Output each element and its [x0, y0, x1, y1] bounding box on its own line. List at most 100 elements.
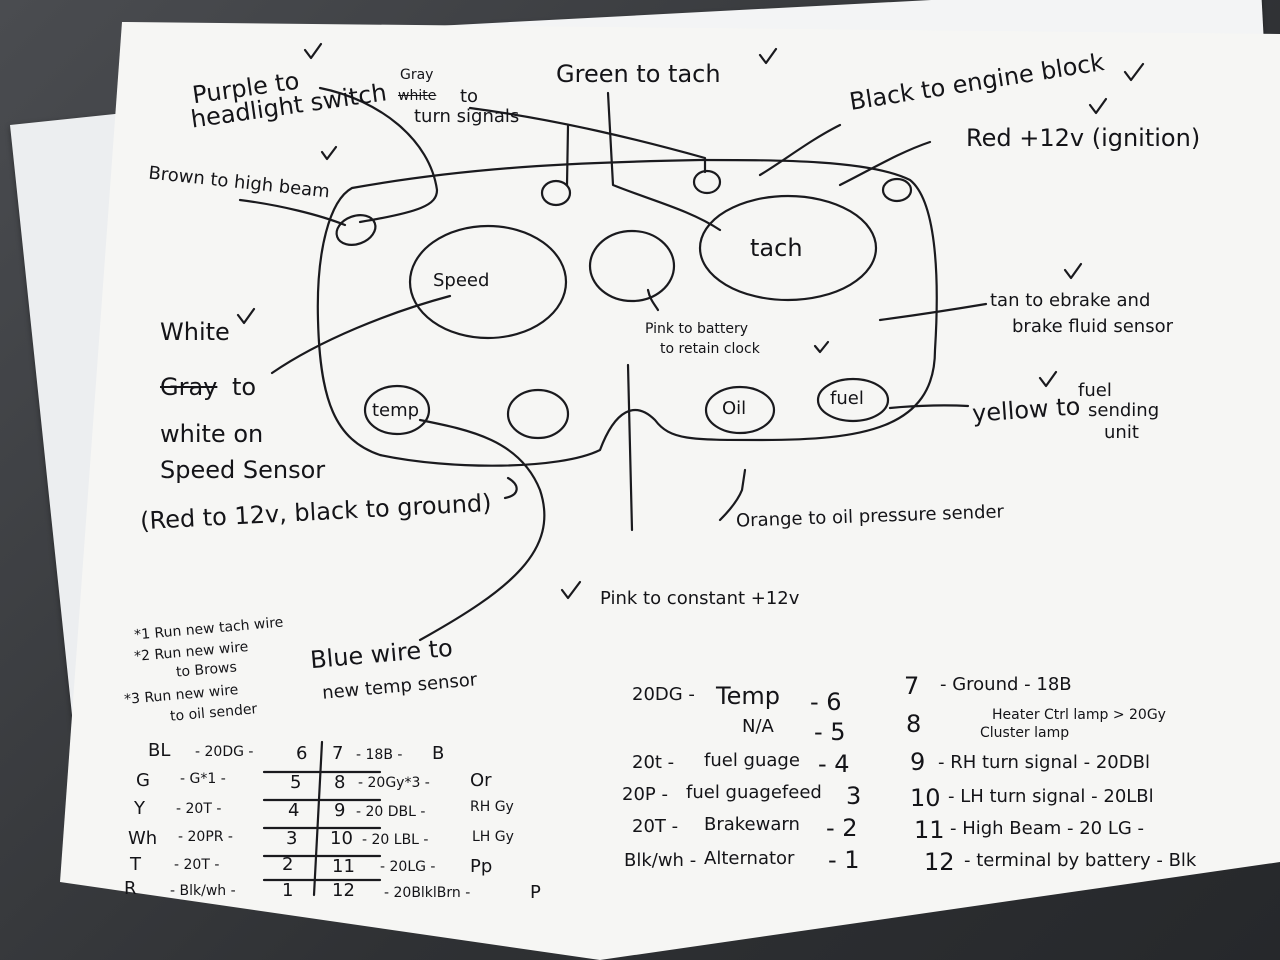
function-pin: - 4 — [818, 750, 850, 778]
orange-leader — [718, 468, 747, 522]
function-pin: 7 — [904, 672, 920, 700]
check-purple — [303, 42, 323, 60]
cluster-outline — [316, 158, 938, 467]
pin-wire: - G*1 - — [180, 771, 226, 787]
oil-gauge — [704, 385, 776, 435]
tach-gauge — [698, 194, 878, 302]
pin-number: 5 — [290, 772, 302, 793]
pin-number: 3 — [286, 828, 298, 849]
function-pin: 12 — [924, 848, 955, 876]
function-name: Cluster lamp — [980, 725, 1070, 741]
pin-table-row-lines — [262, 770, 382, 882]
function-wire: 20DG - — [632, 684, 695, 705]
function-pin: 8 — [906, 710, 922, 738]
pin-color: Wh — [128, 828, 158, 849]
function-name: - LH turn signal - 20LBl — [948, 786, 1154, 807]
pin-wire: - 18B - — [356, 747, 403, 763]
function-wire: 20T - — [632, 816, 679, 837]
function-pin: - 6 — [810, 688, 842, 716]
pin-number: 1 — [282, 880, 294, 901]
function-name: N/A — [742, 716, 774, 737]
function-pin: - 1 — [828, 846, 860, 874]
pin-wire: - 20LG - — [380, 859, 436, 875]
function-name: Temp — [716, 682, 780, 710]
pin-wire: - 20PR - — [178, 829, 233, 845]
pin-number: 12 — [332, 880, 355, 901]
pin-number: 11 — [332, 856, 355, 877]
pin-color: BL — [148, 740, 171, 761]
tan-leader — [878, 302, 988, 322]
red-ignition-label: Red +12v (ignition) — [966, 124, 1201, 152]
brown-leader — [238, 198, 347, 227]
check-pink — [560, 580, 582, 600]
purple-leader — [318, 86, 439, 224]
tan-label: tan to ebrake and — [990, 290, 1151, 311]
speed-gauge — [408, 224, 568, 340]
function-name: Heater Ctrl lamp > 20Gy — [992, 707, 1166, 723]
pin-wire: - 20BlklBrn - — [384, 885, 471, 901]
function-pin: - 2 — [826, 814, 858, 842]
function-wire: Blk/wh - — [624, 850, 697, 871]
pin-hole-brown — [335, 214, 377, 246]
white-label: White — [160, 318, 230, 346]
check-tan — [1063, 262, 1083, 280]
check-yellow — [1038, 370, 1058, 388]
function-wire: 20t - — [632, 752, 675, 773]
retain-clock-label: to retain clock — [660, 341, 760, 357]
paper-sheet — [60, 22, 1280, 960]
gray-to-label: to — [232, 373, 257, 401]
temp-gauge — [363, 384, 431, 436]
pin-hole-green — [692, 169, 722, 195]
function-pin: - 5 — [814, 718, 846, 746]
speed-sensor-brace — [503, 476, 518, 500]
pin-wire: - 20Gy*3 - — [358, 775, 430, 791]
turn-signal-leader — [468, 106, 707, 174]
pin-color: Or — [470, 770, 492, 791]
pin-number: 10 — [330, 828, 353, 849]
check-brown — [320, 145, 338, 161]
check-clock — [813, 340, 830, 354]
gray-pin-leader — [565, 124, 570, 187]
function-wire: 20P - — [622, 784, 668, 805]
function-pin: 9 — [910, 748, 926, 776]
pin-wire: - 20 DBL - — [356, 804, 426, 820]
fuel-sending-1: fuel — [1078, 380, 1112, 401]
speed-label: Speed — [433, 270, 490, 291]
function-name: - RH turn signal - 20DBl — [938, 752, 1150, 773]
pin-color: R — [124, 878, 137, 899]
pin-color: P — [530, 882, 541, 903]
pink-battery-label: Pink to battery — [645, 321, 749, 337]
black-leader — [758, 123, 842, 177]
temp-label: temp — [372, 400, 420, 421]
gray-label: Gray — [400, 67, 434, 83]
pin-wire: - 20DG - — [195, 744, 254, 760]
brake-fluid-label: brake fluid sensor — [1012, 316, 1173, 337]
check-black — [1123, 62, 1145, 82]
oil-label: Oil — [722, 398, 747, 419]
speed-sensor-label: Speed Sensor — [160, 456, 326, 484]
yellow-leader — [888, 404, 970, 410]
green-leader — [606, 91, 722, 232]
function-pin: 11 — [914, 816, 945, 844]
pin-color: Pp — [470, 856, 493, 877]
fuel-gauge — [816, 377, 890, 423]
function-name: - terminal by battery - Blk — [964, 850, 1197, 871]
white-struck-label: white — [398, 88, 437, 104]
pin-wire: - 20T - — [176, 801, 222, 817]
pink-constant-label: Pink to constant +12v — [600, 588, 800, 609]
pin-number: 8 — [334, 772, 346, 793]
tach-label: tach — [750, 234, 803, 262]
green-tach-label: Green to tach — [556, 60, 721, 88]
pin-hole-gray — [540, 179, 572, 207]
to-label: to — [460, 86, 479, 107]
red-leader — [838, 140, 932, 187]
check-green — [758, 47, 778, 65]
pin-wire: - Blk/wh - — [170, 883, 236, 899]
turn-signals-label: turn signals — [414, 106, 520, 127]
pin-number: 6 — [296, 743, 308, 764]
function-name: fuel guage — [704, 750, 800, 771]
check-red — [1088, 97, 1108, 115]
function-name: - Ground - 18B — [940, 674, 1072, 695]
pink-constant-line — [626, 363, 634, 532]
